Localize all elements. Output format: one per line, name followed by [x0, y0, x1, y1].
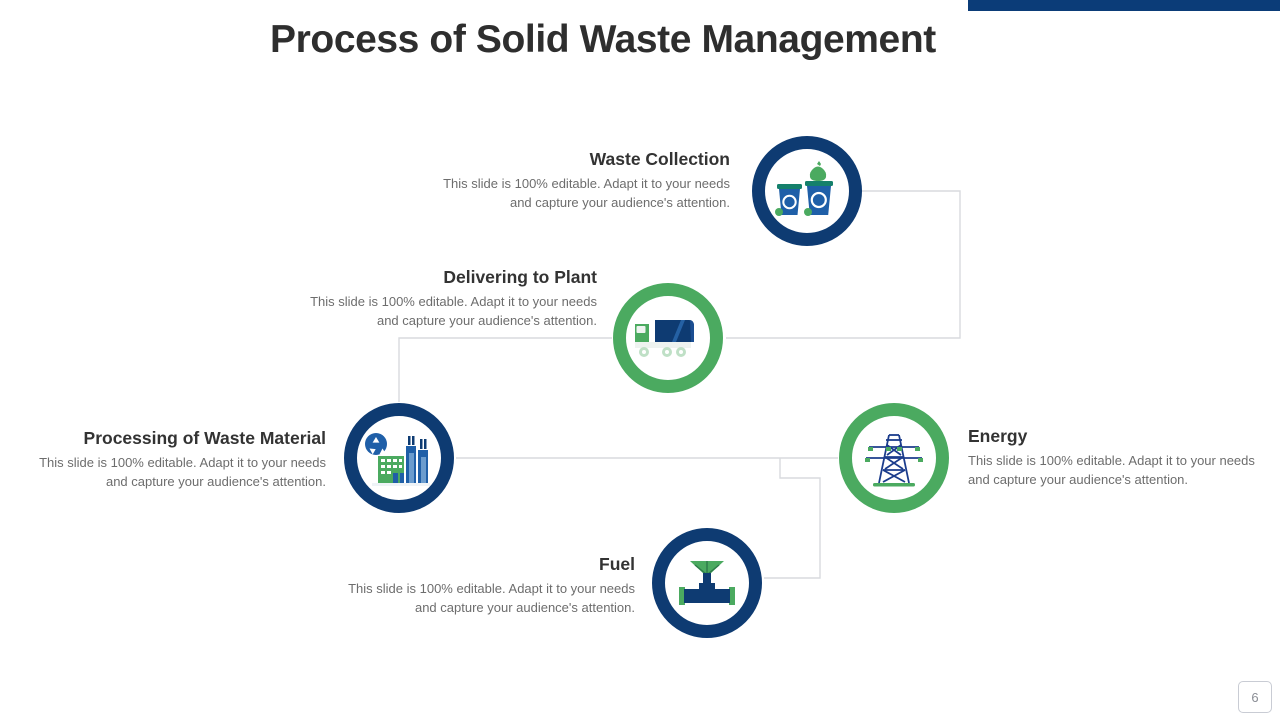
top-accent-bar	[968, 0, 1280, 11]
node-icon-energy[interactable]	[839, 403, 949, 513]
garbage-truck-icon	[635, 320, 694, 357]
node-description-energy: This slide is 100% editable. Adapt it to…	[968, 453, 1255, 487]
node-text-waste-collection: Waste Collection This slide is 100% edit…	[438, 149, 730, 212]
node-icon-waste-collection[interactable]	[752, 136, 862, 246]
node-text-delivering-to-plant: Delivering to Plant This slide is 100% e…	[305, 267, 597, 330]
node-icon-fuel[interactable]	[652, 528, 762, 638]
node-description-waste-collection: This slide is 100% editable. Adapt it to…	[443, 176, 730, 210]
node-description-delivering-to-plant: This slide is 100% editable. Adapt it to…	[310, 294, 597, 328]
node-icon-delivering-to-plant[interactable]	[613, 283, 723, 393]
node-title-processing-of-waste-material: Processing of Waste Material	[83, 428, 326, 448]
node-text-fuel: Fuel This slide is 100% editable. Adapt …	[343, 554, 635, 617]
recycling-plant-icon	[365, 433, 430, 486]
node-description-processing-of-waste-material: This slide is 100% editable. Adapt it to…	[39, 455, 326, 489]
trash-bins-icon	[775, 161, 833, 216]
node-title-delivering-to-plant: Delivering to Plant	[443, 267, 597, 287]
pipeline-valve-icon	[679, 561, 735, 605]
node-title-energy: Energy	[968, 426, 1028, 446]
page-number-badge: 6	[1238, 681, 1272, 713]
page-title: Process of Solid Waste Management	[270, 18, 936, 61]
power-pylon-icon	[865, 434, 923, 487]
node-description-fuel: This slide is 100% editable. Adapt it to…	[348, 581, 635, 615]
node-text-processing-of-waste-material: Processing of Waste Material This slide …	[34, 428, 326, 491]
node-title-waste-collection: Waste Collection	[589, 149, 730, 169]
node-text-energy: Energy This slide is 100% editable. Adap…	[968, 426, 1260, 489]
node-icon-processing-of-waste-material[interactable]	[344, 403, 454, 513]
node-title-fuel: Fuel	[599, 554, 635, 574]
